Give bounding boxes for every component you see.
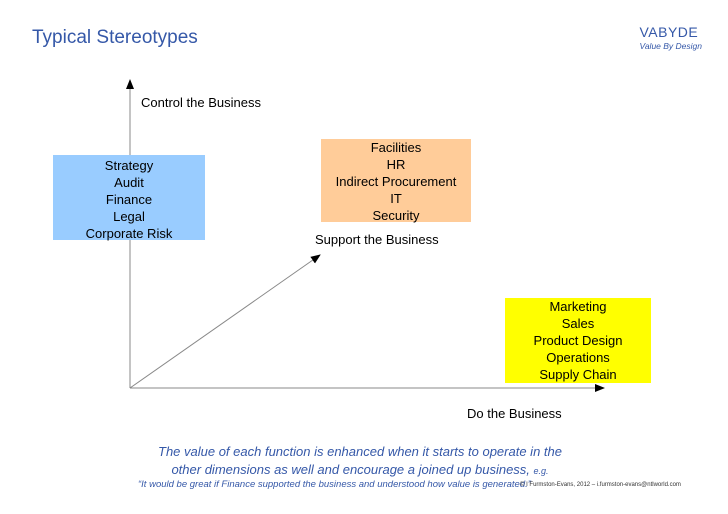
control-function-item: Audit bbox=[114, 175, 144, 190]
do-function-item: Sales bbox=[561, 316, 595, 331]
brand-tagline: Value By Design bbox=[639, 41, 702, 51]
control-functions-box: Strategy Audit Finance Legal Corporate R… bbox=[53, 155, 205, 241]
diagonal-axis-label: Support the Business bbox=[315, 232, 439, 247]
support-function-item: IT bbox=[390, 191, 402, 206]
footer-quote: “It would be great if Finance supported … bbox=[138, 479, 531, 490]
support-function-item: Indirect Procurement bbox=[335, 174, 457, 189]
support-function-item: Facilities bbox=[370, 140, 422, 155]
diagonal-axis bbox=[129, 254, 321, 389]
footer-note: The value of each function is enhanced w… bbox=[90, 443, 630, 480]
do-function-item: Operations bbox=[546, 350, 610, 365]
brand-name: VABYDE bbox=[639, 24, 699, 40]
footer-note-line1: The value of each function is enhanced w… bbox=[158, 444, 562, 459]
support-function-item: HR bbox=[386, 157, 406, 172]
control-function-item: Finance bbox=[105, 192, 153, 207]
copyright-notice: © I Furmston-Evans, 2012 – i.furmston-ev… bbox=[520, 482, 681, 488]
footer-note-line2: other dimensions as well and encourage a… bbox=[171, 462, 530, 477]
do-function-item: Supply Chain bbox=[539, 367, 617, 382]
do-functions-box: Marketing Sales Product Design Operation… bbox=[505, 298, 651, 383]
do-function-item: Marketing bbox=[549, 299, 607, 314]
footer-note-line2-wrap: other dimensions as well and encourage a… bbox=[90, 461, 630, 480]
horizontal-axis-label: Do the Business bbox=[467, 406, 562, 421]
support-functions-box: Facilities HR Indirect Procurement IT Se… bbox=[321, 139, 471, 223]
control-function-item: Strategy bbox=[104, 158, 154, 173]
support-function-item: Security bbox=[372, 208, 420, 223]
control-function-item: Corporate Risk bbox=[85, 226, 173, 241]
brand-block: VABYDE Value By Design bbox=[639, 24, 702, 51]
page-title: Typical Stereotypes bbox=[32, 27, 198, 48]
do-function-item: Product Design bbox=[533, 333, 623, 348]
vertical-axis-label: Control the Business bbox=[141, 95, 261, 110]
control-function-item: Legal bbox=[113, 209, 145, 224]
footer-note-eg: e.g. bbox=[533, 466, 549, 476]
